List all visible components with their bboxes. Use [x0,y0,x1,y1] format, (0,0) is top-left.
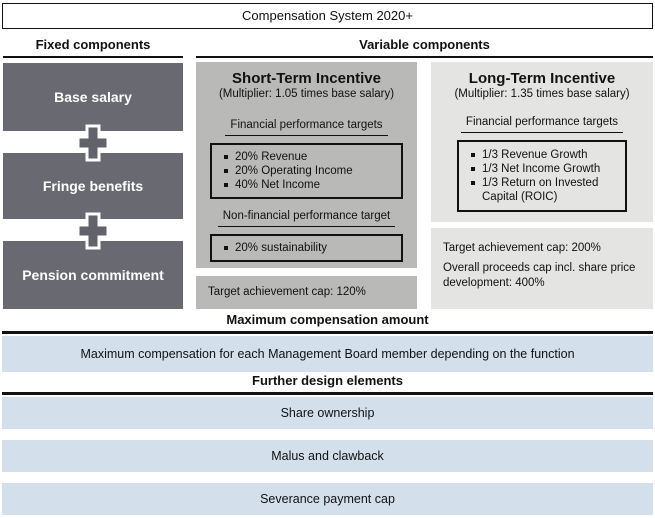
bullet-text: 20% sustainability [235,242,328,254]
lti-target-cap: Target achievement cap: 200% [443,242,601,254]
bullet-square-icon [224,155,228,159]
variable-components-header: Variable components [196,37,653,58]
share-ownership-row: Share ownership [2,397,653,429]
bullet-text: 20% Operating Income [235,165,353,177]
bullet-item: 40% Net Income [222,178,395,192]
bullet-text: 1/3 Net Income Growth [482,163,601,175]
sti-cap-box: Target achievement cap: 120% [196,276,417,309]
bullet-text: 40% Net Income [235,179,321,191]
bullet-square-icon [224,169,228,173]
malus-clawback-row: Malus and clawback [2,440,653,472]
page-title: Compensation System 2020+ [242,8,413,23]
sti-multiplier: (Multiplier: 1.05 times base salary) [218,88,395,100]
bullet-square-icon [471,153,475,157]
bullet-square-icon [224,183,228,187]
further-design-header: Further design elements [2,373,653,395]
max-compensation-header: Maximum compensation amount [2,312,653,334]
bullet-square-icon [471,181,475,185]
bullet-item: 20% sustainability [222,241,395,255]
bullet-square-icon [471,167,475,171]
bullet-square-icon [224,246,228,250]
plus-icon [76,212,110,250]
lti-financial-targets-label: Financial performance targets [431,112,653,133]
bullet-text: 1/3 Return on Invested Capital (ROIC) [482,177,599,203]
lti-title: Long-Term Incentive [468,70,616,87]
long-term-incentive-box: Long-Term Incentive (Multiplier: 1.35 ti… [431,62,653,222]
sti-nonfinancial-target-box: 20% sustainability [210,234,403,262]
sti-financial-targets-box: 20% Revenue 20% Operating Income 40% Net… [210,143,403,199]
plus-icon [76,124,110,162]
lti-overall-cap: Overall proceeds cap incl. share price d… [443,262,636,289]
bullet-item: 20% Revenue [222,150,395,164]
max-compensation-row: Maximum compensation for each Management… [2,336,653,372]
fringe-benefits-box: Fringe benefits [3,153,183,219]
bullet-text: 1/3 Revenue Growth [482,149,588,161]
bullet-text: 20% Revenue [235,151,308,163]
bullet-item: 20% Operating Income [222,164,395,178]
bullet-item: 1/3 Return on Invested Capital (ROIC) [469,176,619,204]
short-term-incentive-box: Short-Term Incentive (Multiplier: 1.05 t… [196,62,417,268]
lti-financial-targets-box: 1/3 Revenue Growth 1/3 Net Income Growth… [457,140,627,212]
lti-cap-box: Target achievement cap: 200% Overall pro… [431,228,653,309]
bullet-item: 1/3 Revenue Growth [469,148,619,162]
pension-commitment-box: Pension commitment [3,241,183,309]
lti-multiplier: (Multiplier: 1.35 times base salary) [454,88,630,100]
title-box: Compensation System 2020+ [2,3,653,29]
sti-title: Short-Term Incentive [232,70,381,87]
fixed-components-header: Fixed components [3,37,183,58]
severance-cap-row: Severance payment cap [2,483,653,515]
sti-nonfinancial-target-label: Non-financial performance target [196,206,417,227]
base-salary-box: Base salary [3,63,183,131]
sti-financial-targets-label: Financial performance targets [196,115,417,136]
bullet-item: 1/3 Net Income Growth [469,162,619,176]
